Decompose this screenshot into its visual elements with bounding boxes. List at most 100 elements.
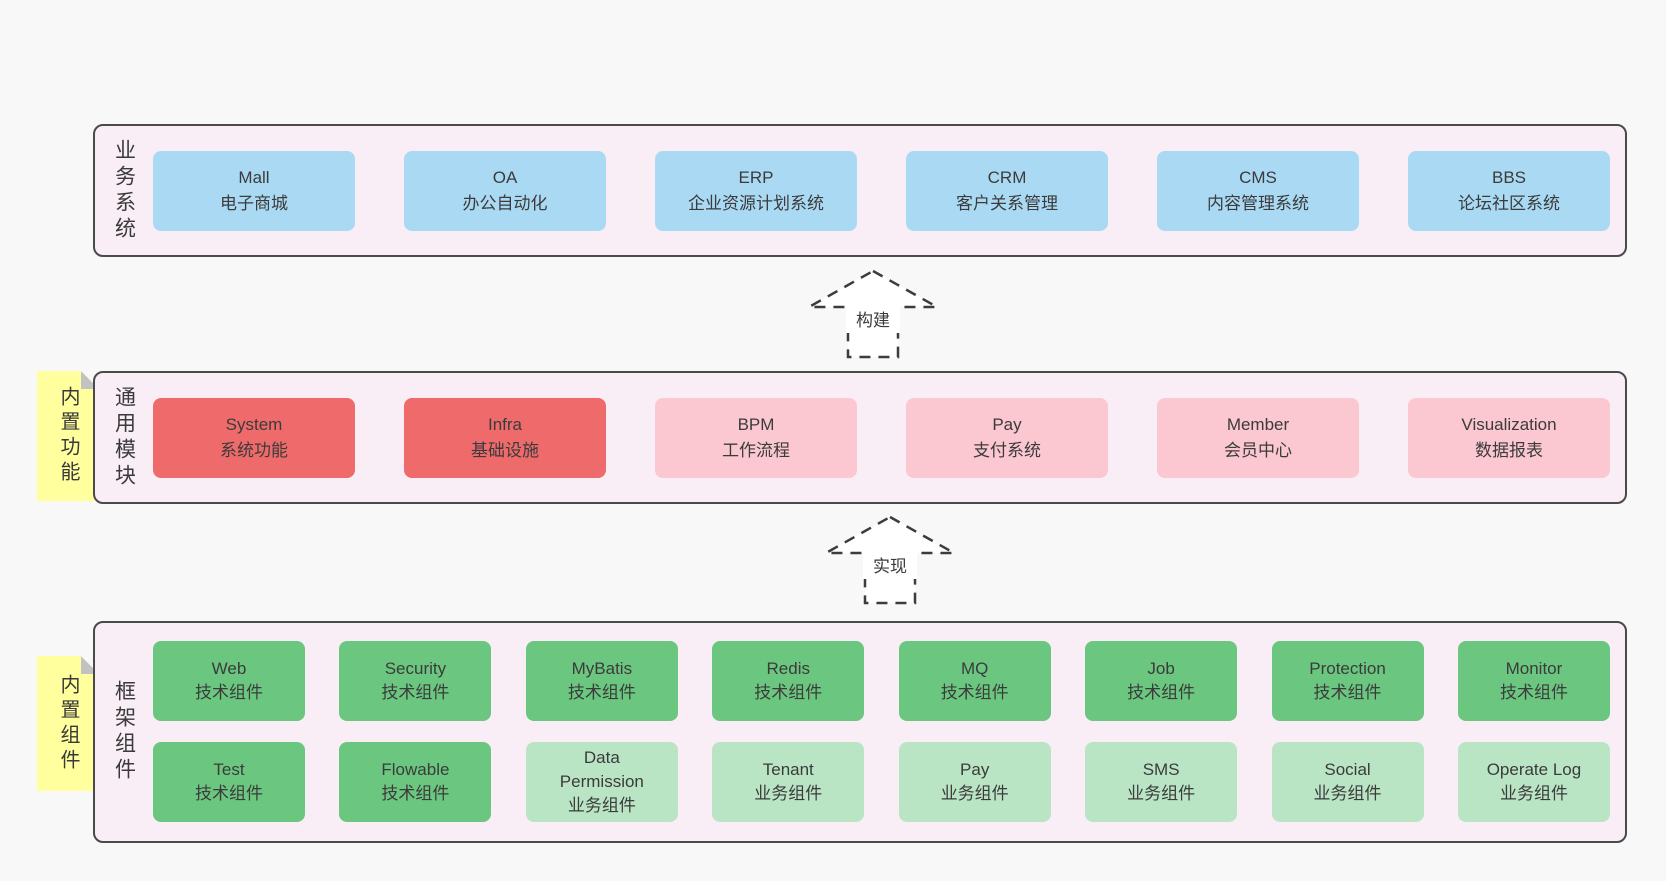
build-arrow: 构建 [806, 269, 940, 359]
layer-label: 框架组件 [112, 680, 136, 784]
box-list: System 系统功能 Infra 基础设施 BPM 工作流程 Pay 支付系统… [153, 373, 1610, 502]
box-name: Operate Log [1486, 760, 1582, 779]
box-desc: 数据报表 [1475, 440, 1543, 460]
layer-common-modules: 通用模块 System 系统功能 Infra 基础设施 BPM 工作流程 Pay… [93, 371, 1627, 504]
system-box: BBS 论坛社区系统 [1408, 150, 1610, 231]
implement-arrow: 实现 [823, 515, 957, 605]
box-name: Tenant [762, 760, 814, 779]
layer-business-systems: 业务系统 Mall 电子商城 OA 办公自动化 ERP 企业资源计划系统 CRM… [93, 124, 1627, 257]
sticky-note-label: 内置功能 [57, 386, 79, 486]
component-box: Pay 业务组件 [898, 742, 1051, 822]
component-box: Protection 技术组件 [1271, 641, 1424, 721]
layer-label: 通用模块 [112, 385, 136, 490]
box-name: MyBatis [571, 659, 633, 678]
box-desc: 电子商城 [220, 193, 288, 213]
box-name: Member [1226, 414, 1290, 434]
module-box: Visualization 数据报表 [1408, 397, 1610, 478]
box-name: Flowable [381, 760, 450, 779]
system-box: Mall 电子商城 [153, 150, 355, 231]
box-name: Security [384, 659, 447, 678]
sticky-note-built-in-features: 内置功能 [37, 371, 99, 501]
box-name: Data Permission [559, 748, 644, 791]
system-box: OA 办公自动化 [404, 150, 606, 231]
box-name: Infra [487, 414, 523, 434]
component-box: Redis 技术组件 [712, 641, 865, 721]
module-box: System 系统功能 [153, 397, 355, 478]
module-box: Infra 基础设施 [404, 397, 606, 478]
system-box: ERP 企业资源计划系统 [655, 150, 857, 231]
box-desc: 论坛社区系统 [1458, 193, 1560, 213]
box-name: Monitor [1505, 659, 1563, 678]
box-desc: 业务组件 [940, 784, 1009, 803]
box-desc: 会员中心 [1224, 440, 1292, 460]
component-box: Job 技术组件 [1085, 641, 1238, 721]
box-name: Job [1147, 659, 1175, 678]
layer-framework-components: 框架组件 Web 技术组件 Security 技术组件 MyBatis 技术组件… [93, 621, 1627, 843]
box-name: OA [492, 167, 518, 187]
box-desc: 技术组件 [381, 683, 450, 702]
box-desc: 技术组件 [381, 784, 450, 803]
box-desc: 技术组件 [1499, 683, 1568, 702]
module-box: Pay 支付系统 [906, 397, 1108, 478]
box-desc: 技术组件 [195, 784, 263, 803]
layer-label: 业务系统 [112, 138, 136, 243]
sticky-note-label: 内置组件 [57, 673, 79, 774]
box-desc: 技术组件 [1313, 683, 1382, 702]
component-box: Data Permission 业务组件 [525, 742, 678, 822]
box-desc: 工作流程 [722, 440, 790, 460]
box-desc: 业务组件 [754, 784, 823, 803]
box-desc: 系统功能 [220, 440, 288, 460]
box-desc: 业务组件 [1499, 784, 1568, 803]
box-desc: 企业资源计划系统 [688, 193, 824, 213]
box-name: Pay [992, 414, 1022, 434]
build-arrow-label: 构建 [856, 311, 890, 330]
box-desc: 技术组件 [754, 683, 823, 702]
component-box: Social 业务组件 [1271, 742, 1424, 822]
box-desc: 技术组件 [1127, 683, 1196, 702]
box-name: System [225, 414, 283, 434]
system-box: CMS 内容管理系统 [1157, 150, 1359, 231]
box-name: Redis [766, 659, 810, 678]
box-desc: 业务组件 [1127, 784, 1196, 803]
box-desc: 技术组件 [195, 683, 263, 702]
component-row-1: Web 技术组件 Security 技术组件 MyBatis 技术组件 Redi… [153, 641, 1610, 721]
box-list: Mall 电子商城 OA 办公自动化 ERP 企业资源计划系统 CRM 客户关系… [153, 126, 1610, 255]
box-name: Pay [960, 760, 990, 779]
box-name: ERP [738, 167, 774, 187]
component-box: Operate Log 业务组件 [1457, 742, 1610, 822]
component-box: Test 技术组件 [153, 742, 305, 822]
component-box: Monitor 技术组件 [1457, 641, 1610, 721]
box-name: Mall [238, 167, 270, 187]
component-box: SMS 业务组件 [1085, 742, 1238, 822]
box-name: Web [211, 659, 247, 678]
box-desc: 业务组件 [1313, 784, 1382, 803]
box-name: CRM [987, 167, 1027, 187]
box-desc: 业务组件 [567, 796, 636, 815]
box-desc: 支付系统 [973, 440, 1041, 460]
component-box: Flowable 技术组件 [339, 742, 492, 822]
box-name: Test [213, 760, 245, 779]
box-name: MQ [960, 659, 989, 678]
implement-arrow-label: 实现 [873, 557, 907, 576]
module-box: Member 会员中心 [1157, 397, 1359, 478]
box-name: CMS [1239, 167, 1277, 187]
box-desc: 技术组件 [567, 683, 636, 702]
box-name: BBS [1491, 167, 1527, 187]
component-box: Web 技术组件 [153, 641, 305, 721]
box-rows: Web 技术组件 Security 技术组件 MyBatis 技术组件 Redi… [153, 641, 1610, 822]
system-box: CRM 客户关系管理 [906, 150, 1108, 231]
box-desc: 客户关系管理 [956, 193, 1058, 213]
box-name: SMS [1142, 760, 1180, 779]
box-desc: 基础设施 [471, 440, 539, 460]
box-name: Social [1324, 760, 1371, 779]
component-box: MyBatis 技术组件 [525, 641, 678, 721]
box-desc: 技术组件 [940, 683, 1009, 702]
sticky-note-built-in-components: 内置组件 [37, 656, 99, 791]
component-box: MQ 技术组件 [898, 641, 1051, 721]
module-box: BPM 工作流程 [655, 397, 857, 478]
component-box: Security 技术组件 [339, 641, 492, 721]
box-desc: 办公自动化 [462, 193, 548, 213]
box-name: Visualization [1461, 414, 1557, 434]
box-name: Protection [1309, 659, 1386, 678]
